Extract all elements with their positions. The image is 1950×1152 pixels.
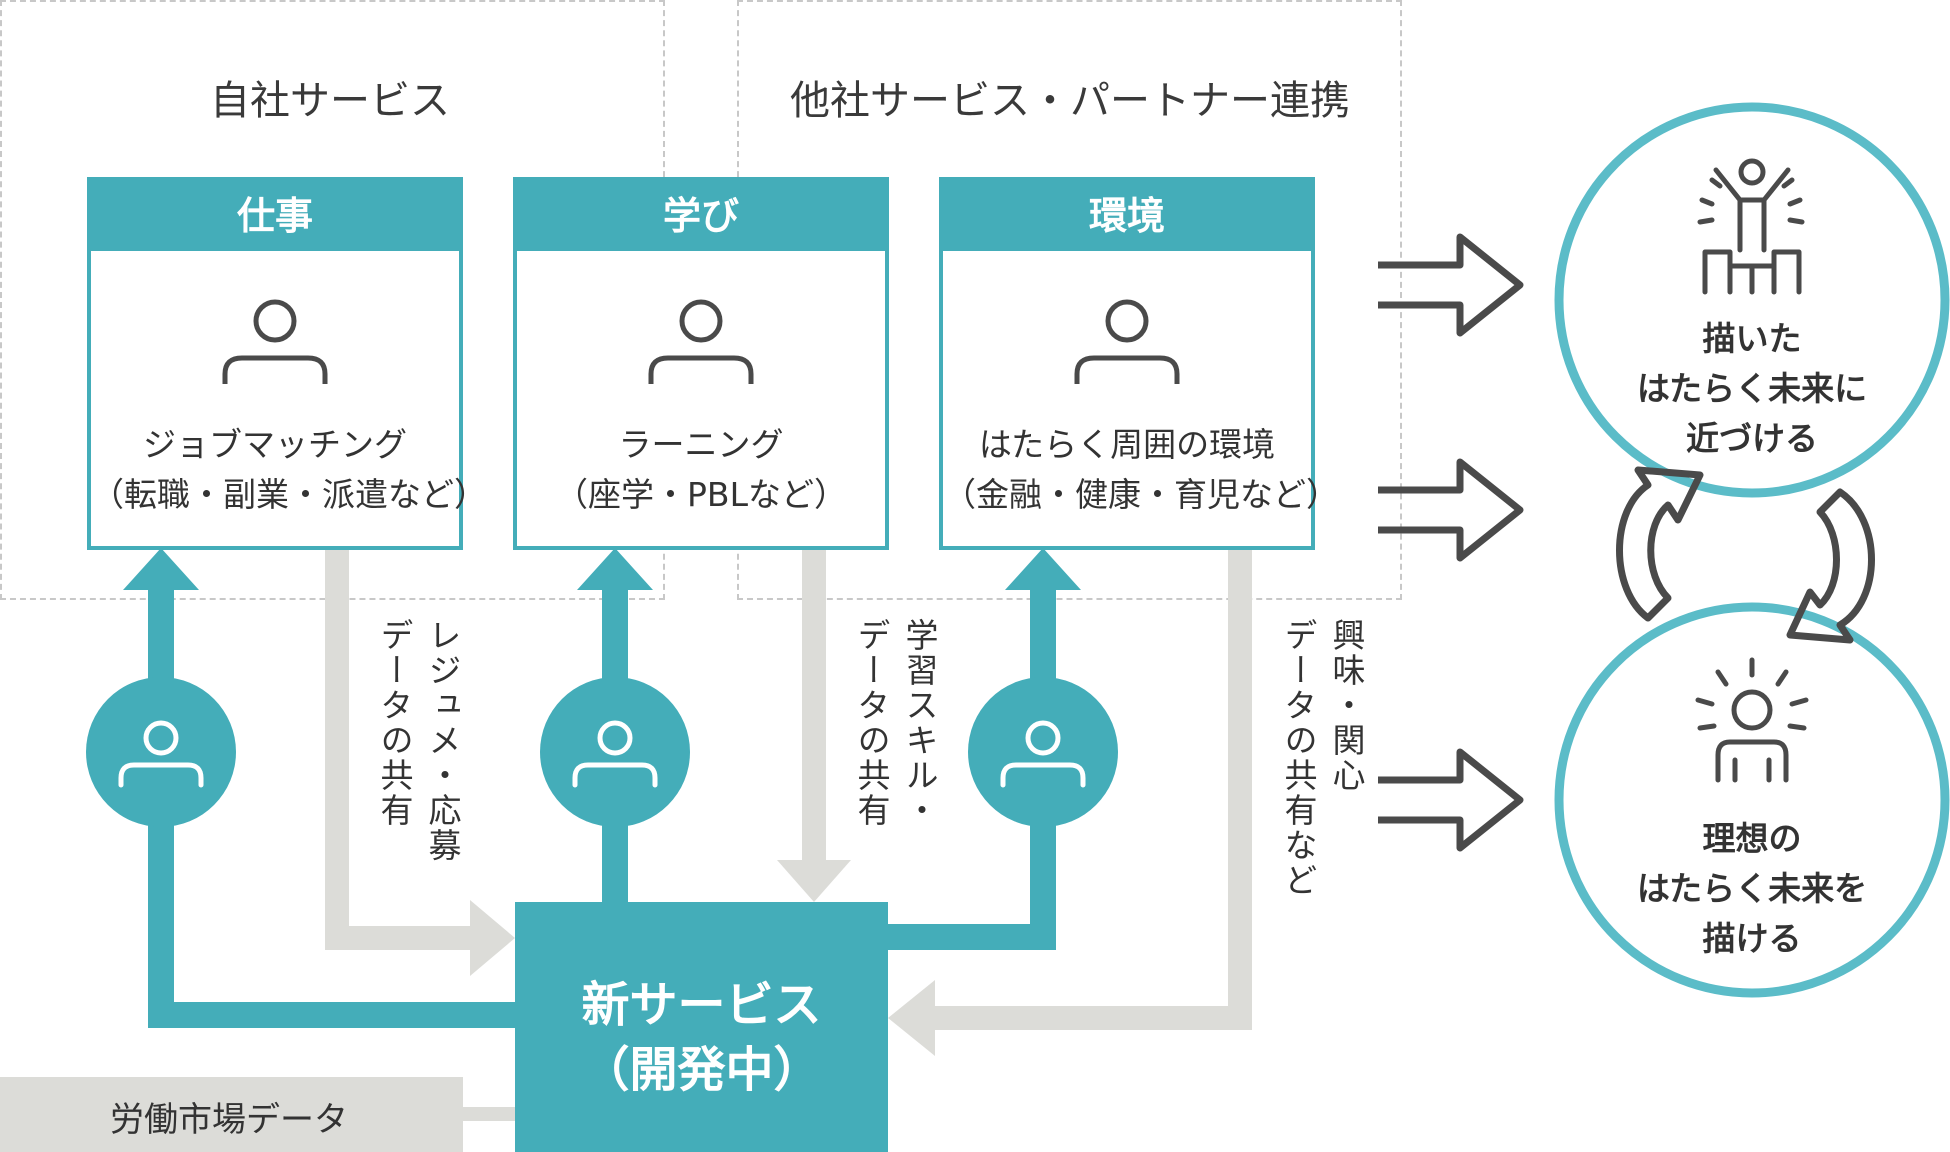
- interest-label-col2: データの共有など: [1279, 618, 1318, 898]
- job-card-line2: （転職・副業・派遣など）: [91, 475, 487, 514]
- new-service-hub: [515, 902, 888, 1152]
- new-service-title: 新サービス: [581, 977, 822, 1033]
- goal-bottom-line2: はたらく未来を: [1636, 869, 1868, 908]
- own-services-title: 自社サービス: [210, 78, 450, 124]
- learning-card-line1: ラーニング: [618, 425, 784, 464]
- learning-card: 学び ラーニング （座学・PBLなど）: [513, 177, 889, 550]
- partner-services-title: 他社サービス・パートナー連携: [790, 78, 1350, 124]
- interest-label-col1: 興味・関心: [1327, 618, 1366, 793]
- environment-card-line2: （金融・健康・育児など）: [943, 475, 1339, 514]
- labor-data-connector: [463, 1107, 515, 1121]
- cycle-arrows-icon: [1616, 466, 1875, 644]
- person-icon: [118, 720, 204, 788]
- arrow-right-icon: [1378, 233, 1524, 337]
- interest-data-flow: [888, 545, 1252, 1056]
- goal-circle-bottom: [1554, 602, 1950, 998]
- celebrating-person-icon: [1697, 158, 1805, 295]
- labor-market-data-box: [0, 1077, 463, 1152]
- job-card: 仕事 ジョブマッチング （転職・副業・派遣など）: [87, 177, 487, 550]
- environment-card: 環境 はたらく周囲の環境 （金融・健康・育児など）: [939, 177, 1339, 550]
- job-card-title: 仕事: [91, 181, 459, 251]
- inspired-person-icon: [1695, 657, 1809, 783]
- arrow-right-icon: [1378, 748, 1524, 852]
- learning-card-title: 学び: [517, 181, 885, 251]
- resume-data-flow: [325, 545, 515, 976]
- skill-data-flow: [777, 545, 851, 902]
- environment-card-line1: はたらく周囲の環境: [978, 425, 1276, 464]
- person-icon: [1074, 299, 1180, 384]
- skill-label-col2: データの共有: [852, 618, 891, 828]
- goal-top-line3: 近づける: [1686, 419, 1818, 458]
- goal-circle-top: [1554, 102, 1950, 498]
- learning-card-line2: （座学・PBLなど）: [555, 475, 847, 514]
- new-service-status: （開発中）: [581, 1042, 822, 1098]
- arrow-right-icon: [1378, 458, 1524, 562]
- goal-top-line1: 描いた: [1702, 319, 1802, 358]
- goal-top-line2: はたらく未来に: [1636, 369, 1868, 408]
- person-icon: [222, 299, 328, 384]
- person-icon: [572, 720, 658, 788]
- resume-label-col2: データの共有: [375, 618, 414, 828]
- resume-label-col1: レジュメ・応募: [423, 618, 462, 863]
- skill-label-col1: 学習スキル・: [900, 618, 939, 828]
- person-icon: [648, 299, 754, 384]
- goal-bottom-line3: 描ける: [1702, 919, 1802, 958]
- job-card-line1: ジョブマッチング: [143, 425, 407, 464]
- labor-market-data-label: 労働市場データ: [110, 1100, 348, 1140]
- goal-bottom-line1: 理想の: [1702, 819, 1802, 858]
- person-icon: [1000, 720, 1086, 788]
- environment-feedback-flow: [885, 548, 1081, 950]
- environment-card-title: 環境: [943, 181, 1311, 251]
